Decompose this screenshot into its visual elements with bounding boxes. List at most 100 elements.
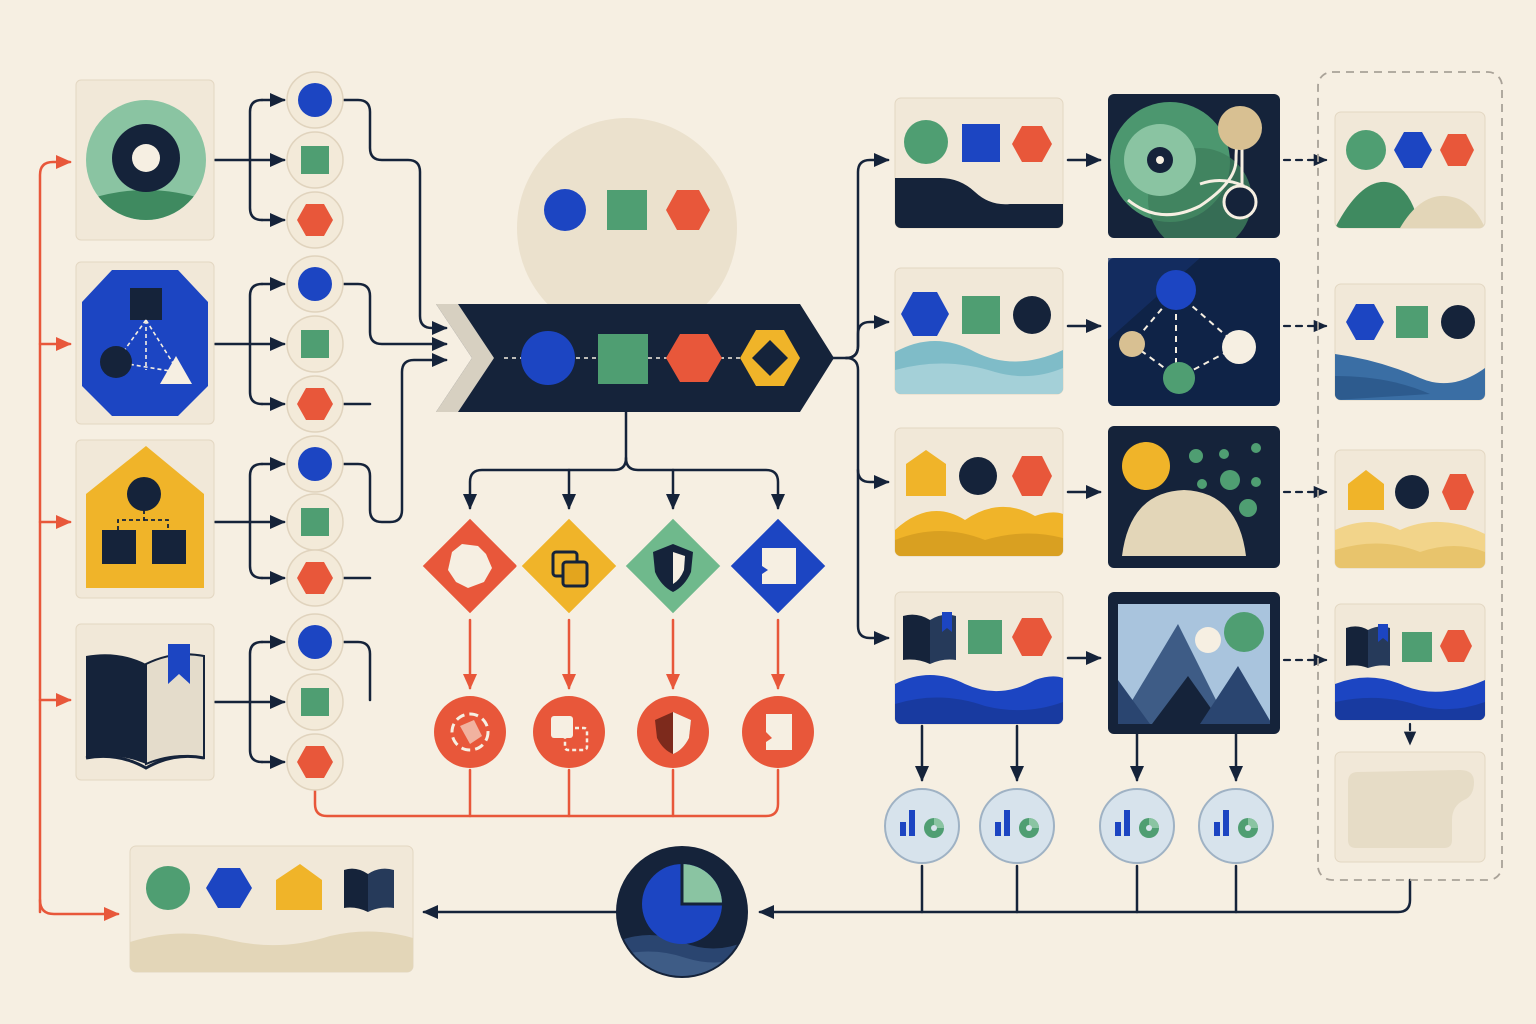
source-book-card[interactable] [75, 623, 215, 781]
blue-square-icon [962, 124, 1000, 162]
book-icon [344, 868, 394, 912]
orange-hexagon-icon [297, 388, 333, 420]
orange-hexagon-icon [297, 562, 333, 594]
orange-hexagon-node[interactable] [286, 549, 344, 607]
halo-primitive-icons [544, 189, 710, 231]
orange-hexagon-icon [1012, 618, 1052, 656]
transform-result-2[interactable] [533, 696, 605, 768]
scene-book-waves-card[interactable] [894, 591, 1064, 725]
output-yellow-card[interactable] [1334, 449, 1486, 569]
bar-chart-icon [995, 810, 1039, 838]
orange-collector [313, 768, 780, 818]
output-book-card[interactable] [1334, 603, 1486, 721]
bar-chart-icon [1214, 810, 1258, 838]
aggregator-node[interactable] [616, 846, 748, 980]
green-square-icon [301, 330, 329, 358]
transform-result-connectors [463, 618, 785, 690]
source-column [75, 79, 215, 781]
output-blue-card[interactable] [1334, 283, 1486, 401]
blue-circle-icon [298, 625, 332, 659]
transform-node-2[interactable] [516, 513, 622, 619]
green-square-node[interactable] [286, 131, 344, 189]
green-square-node[interactable] [286, 315, 344, 373]
notched-square-icon [766, 714, 792, 750]
primitive-group-1 [286, 71, 344, 249]
blue-circle-node[interactable] [286, 255, 344, 313]
output-group-frame [1317, 71, 1503, 881]
blank-shape-icon [1348, 770, 1474, 848]
green-square-icon [1402, 632, 1432, 662]
scene-blue-waves-card[interactable] [894, 267, 1064, 395]
green-square-icon [301, 688, 329, 716]
blue-circle-icon [544, 189, 586, 231]
house-hierarchy-icon [86, 446, 204, 588]
frame-puzzle-icon [448, 544, 492, 588]
book-icon [903, 612, 956, 664]
vinyl-network-render[interactable] [1108, 94, 1280, 252]
source-house-card[interactable] [75, 439, 215, 599]
shield-shadow-icon [655, 712, 691, 754]
transform-node-1[interactable] [417, 513, 523, 619]
moon-dots-render[interactable] [1108, 426, 1280, 568]
navy-circle-icon [1013, 296, 1051, 334]
green-circle-icon [146, 866, 190, 910]
green-square-icon [607, 190, 647, 230]
blue-circle-node[interactable] [286, 613, 344, 671]
scene-green-hills-card[interactable] [894, 97, 1064, 229]
green-square-icon [301, 146, 329, 174]
open-book-icon [85, 644, 205, 770]
metric-node-3[interactable] [1099, 788, 1175, 864]
source-branch-connectors [213, 93, 286, 769]
shield-icon [653, 544, 693, 592]
transform-result-4[interactable] [742, 696, 814, 768]
navy-circle-icon [1395, 475, 1429, 509]
green-circle-icon [904, 120, 948, 164]
diamond-graph-render[interactable] [1108, 258, 1280, 406]
green-square-icon [1396, 306, 1428, 338]
mountain-render[interactable] [1108, 592, 1280, 734]
metric-node-1[interactable] [884, 788, 960, 864]
transform-node-4[interactable] [725, 513, 831, 619]
green-square-node[interactable] [286, 673, 344, 731]
primitive-column [286, 71, 344, 791]
green-square-icon [301, 508, 329, 536]
source-target-card[interactable] [75, 79, 215, 241]
central-pipeline-banner[interactable] [436, 304, 834, 412]
orange-hexagon-node[interactable] [286, 191, 344, 249]
transform-result-1[interactable] [434, 696, 506, 768]
blue-circle-icon [298, 267, 332, 301]
transform-node-3[interactable] [620, 513, 726, 619]
transform-branch-connectors [463, 410, 785, 510]
orange-hexagon-icon [297, 204, 333, 236]
final-summary-card[interactable] [129, 845, 414, 973]
scene-branch-connectors [830, 153, 890, 645]
green-square-node[interactable] [286, 493, 344, 551]
orange-hexagon-icon [1440, 134, 1474, 166]
output-green-card[interactable] [1334, 111, 1486, 229]
central-pipeline [436, 118, 834, 412]
orange-hexagon-node[interactable] [286, 733, 344, 791]
green-circle-icon [1346, 130, 1386, 170]
blue-circle-node[interactable] [286, 435, 344, 493]
pie-chart-icon [642, 864, 722, 944]
source-octagon-card[interactable] [75, 261, 215, 425]
blue-hexagon-icon [1394, 132, 1432, 168]
output-blank-card[interactable] [1334, 751, 1486, 863]
orange-hexagon-icon [1012, 456, 1052, 496]
orange-hexagon-icon [1440, 630, 1472, 662]
overlap-squares-icon [551, 550, 589, 588]
orange-hexagon-node[interactable] [286, 375, 344, 433]
transform-result-3[interactable] [637, 696, 709, 768]
metric-node-4[interactable] [1198, 788, 1274, 864]
yellow-house-icon [906, 450, 946, 496]
output-connectors [1282, 153, 1417, 746]
yellow-house-icon [1348, 470, 1384, 510]
green-square-icon [962, 296, 1000, 334]
blue-circle-node[interactable] [286, 71, 344, 129]
metric-connectors [422, 724, 1412, 919]
scene-yellow-dunes-card[interactable] [894, 427, 1064, 557]
metric-node-2[interactable] [979, 788, 1055, 864]
orange-feedback-bus [38, 155, 120, 921]
merge-connectors [342, 98, 448, 702]
